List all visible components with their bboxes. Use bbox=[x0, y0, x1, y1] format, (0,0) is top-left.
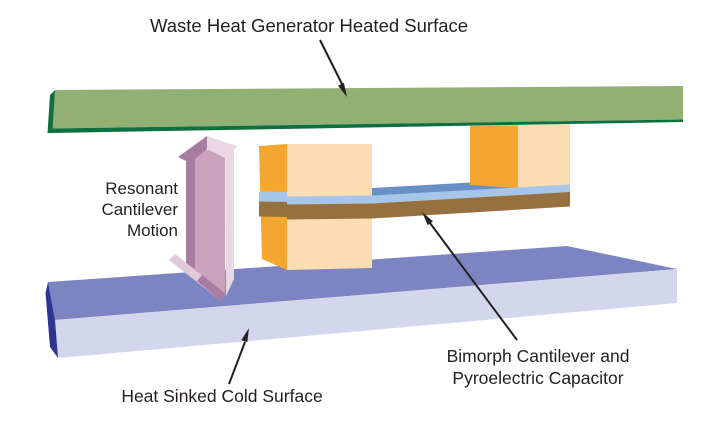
bimorph-pointer-line bbox=[429, 222, 518, 341]
motion-arrow-shaft bbox=[195, 148, 225, 296]
resonant-motion-label-line1: Resonant bbox=[105, 179, 178, 198]
left-block-side-blue-layer bbox=[259, 191, 287, 202]
resonant-motion-arrow bbox=[169, 136, 237, 301]
left-block-side-brown-layer bbox=[259, 201, 287, 217]
beam-bimorph-brown-layer bbox=[287, 192, 570, 220]
cold-surface-pointer-line bbox=[228, 341, 246, 385]
resonant-motion-label-line2: Cantilever bbox=[101, 200, 178, 219]
motion-arrow-shaft-highlight bbox=[225, 146, 234, 296]
hot-surface-left-edge bbox=[47, 90, 55, 133]
bimorph-beam bbox=[287, 124, 570, 220]
hot-surface-pointer-line bbox=[319, 39, 344, 87]
cold-surface-pointer-head bbox=[241, 328, 249, 343]
resonant-motion-label-line3: Motion bbox=[126, 221, 178, 240]
hot-surface-bottom-edge bbox=[51, 119, 683, 133]
cold-surface-front-face bbox=[55, 269, 677, 358]
bimorph-label-line1: Bimorph Cantilever and bbox=[446, 346, 630, 366]
right-block-front-face bbox=[518, 124, 570, 188]
motion-arrow-top-head-left bbox=[178, 136, 207, 163]
motion-arrow-top-head-right bbox=[207, 136, 237, 159]
right-block-side-face bbox=[470, 125, 518, 188]
hot-surface-pointer-head bbox=[338, 83, 347, 97]
hot-surface-label: Waste Heat Generator Heated Surface bbox=[149, 15, 469, 36]
bimorph-pointer-head bbox=[422, 212, 433, 226]
cold-surface-left-edge bbox=[45, 282, 58, 358]
bimorph-label-line2: Pyroelectric Capacitor bbox=[452, 368, 624, 388]
hot-surface-face bbox=[51, 86, 683, 129]
cold-surface-top-face bbox=[48, 246, 677, 320]
hot-surface-bar bbox=[47, 86, 683, 133]
motion-arrow-bottom-head-shadow bbox=[197, 275, 226, 301]
resonant-motion-label: Resonant Cantilever Motion bbox=[58, 178, 178, 241]
right-contact-block bbox=[470, 124, 570, 188]
pointer-arrows bbox=[228, 39, 518, 385]
cold-surface-label: Heat Sinked Cold Surface bbox=[121, 386, 323, 406]
motion-arrow-shaft-shadow bbox=[186, 153, 195, 272]
beam-pyroelectric-blue-layer bbox=[287, 184, 570, 205]
bimorph-label: Bimorph Cantilever and Pyroelectric Capa… bbox=[428, 345, 648, 389]
cold-surface-slab bbox=[45, 246, 677, 358]
